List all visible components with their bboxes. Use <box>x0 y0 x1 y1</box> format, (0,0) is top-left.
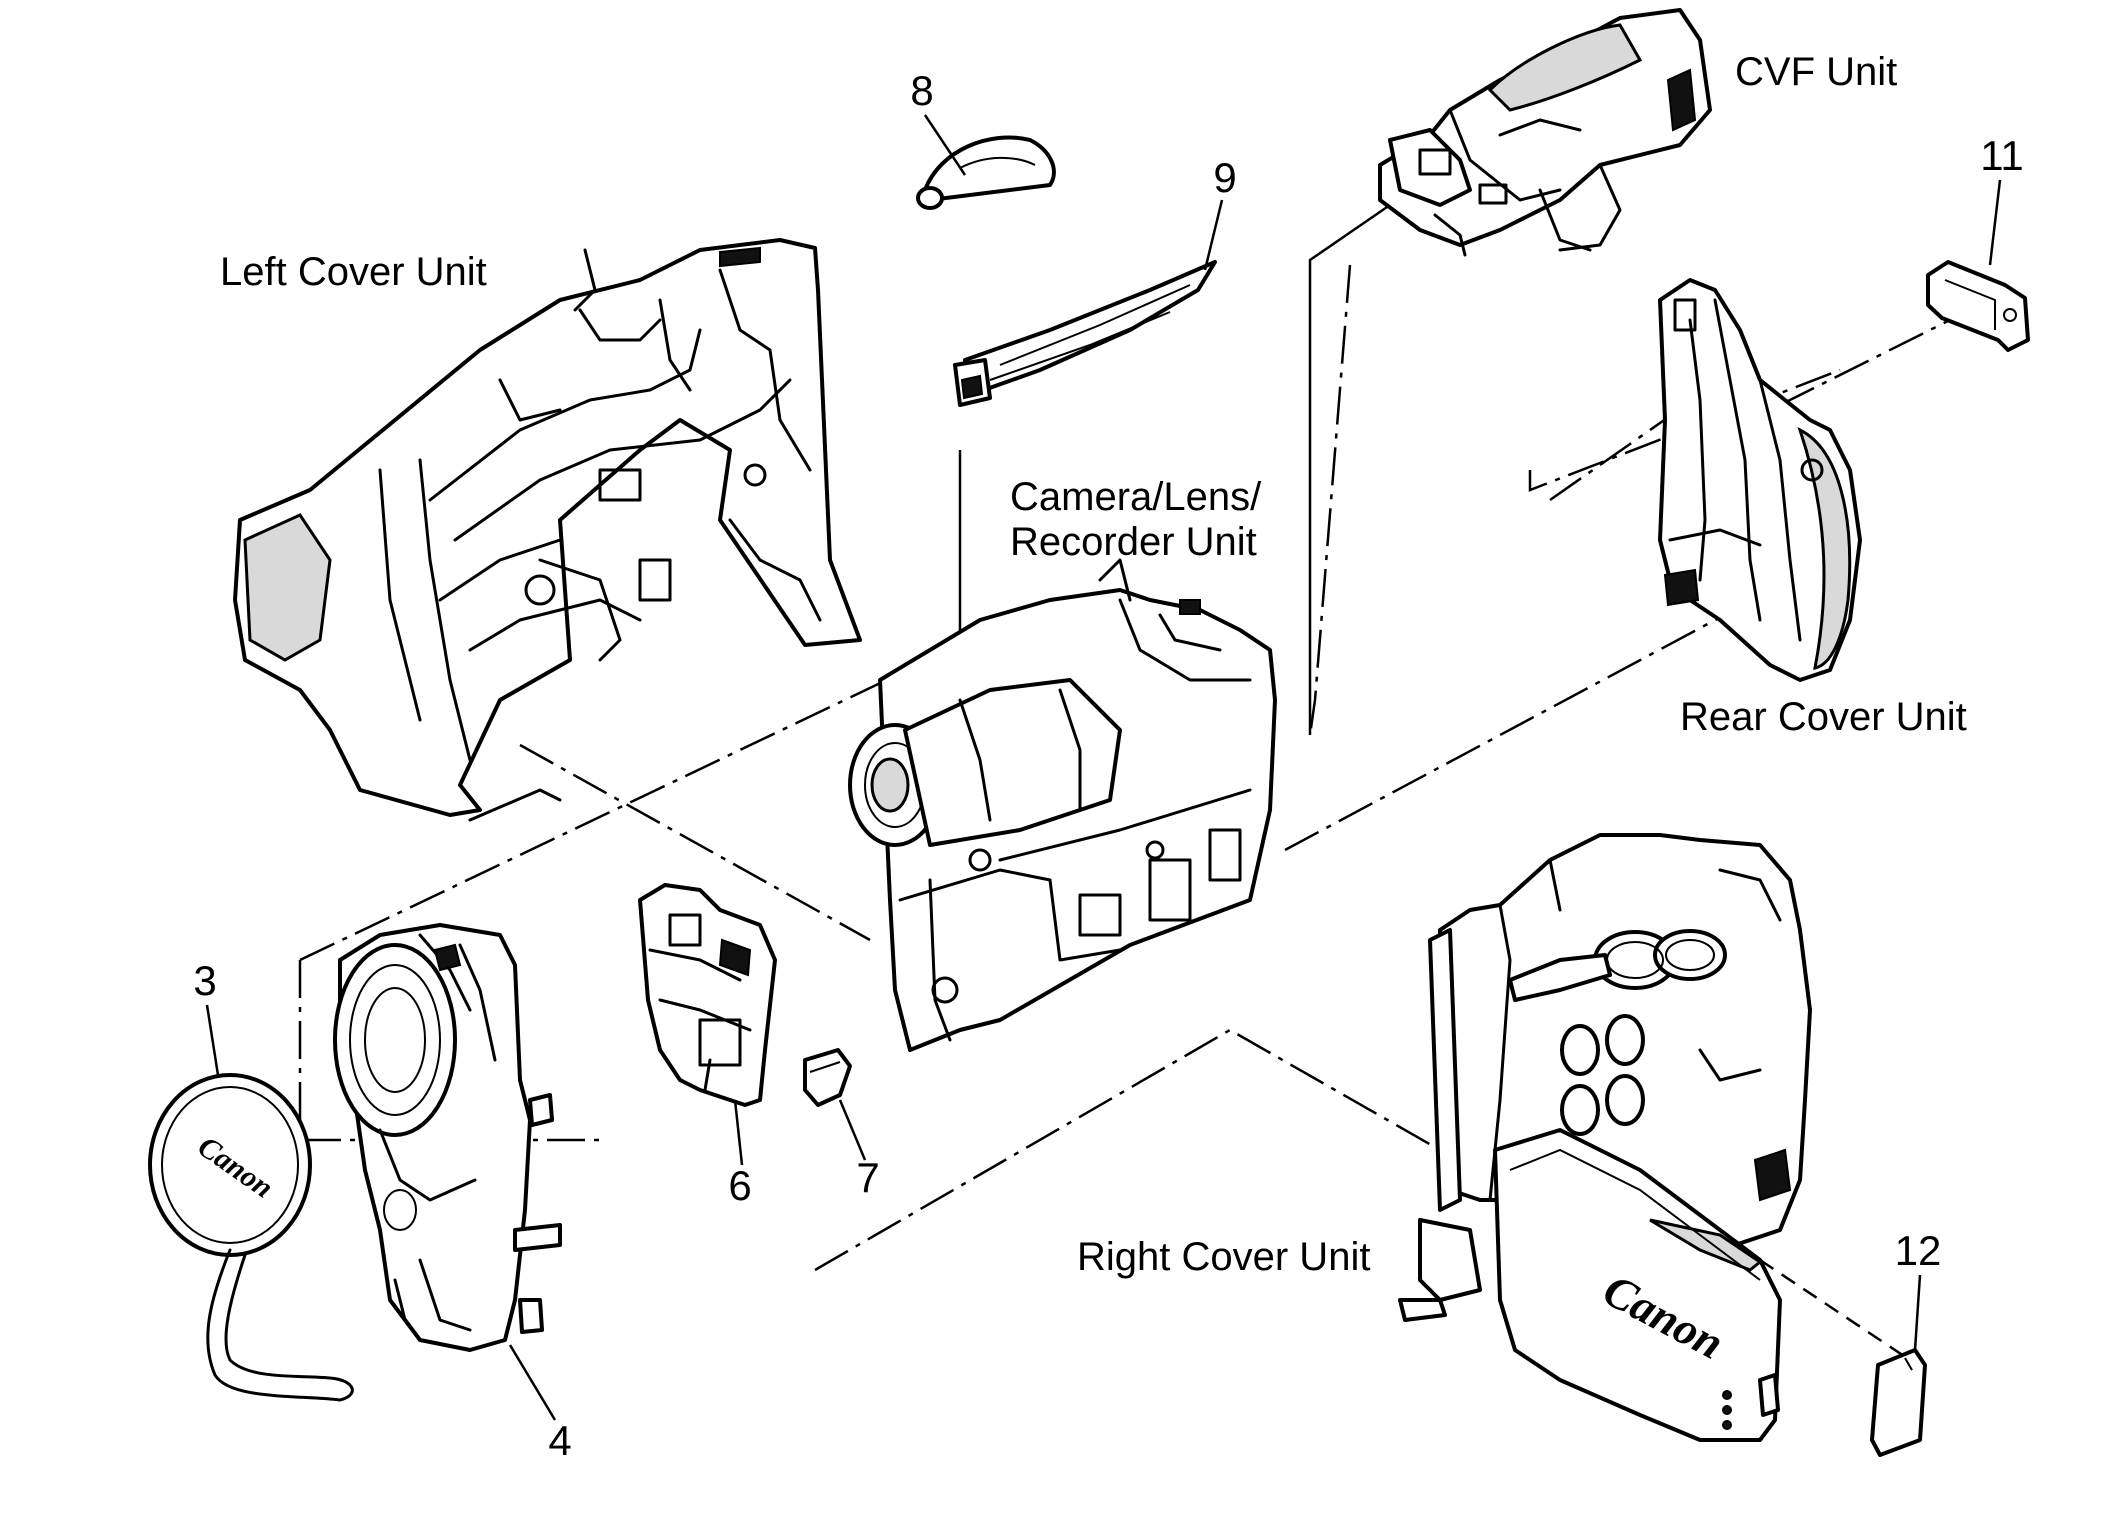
rear-cover-unit <box>1658 278 1862 682</box>
left-cover-unit <box>233 238 862 822</box>
callout-9: 9 <box>1213 154 1236 201</box>
callout-11: 11 <box>1980 132 2024 179</box>
callout-6: 6 <box>728 1162 751 1209</box>
front-cover-part-4 <box>333 923 562 1352</box>
label-left-cover-unit: Left Cover Unit <box>220 250 487 294</box>
unit-labels: Left Cover Unit CVF Unit Camera/Lens/ Re… <box>220 50 1967 1279</box>
callout-numbers: 3 4 6 7 8 9 11 12 <box>193 67 2023 1464</box>
label-rear-cover-unit: Rear Cover Unit <box>1680 695 1967 739</box>
callout-12: 12 <box>1895 1227 1942 1274</box>
callout-7: 7 <box>856 1154 879 1201</box>
part-9-strip <box>953 260 1217 407</box>
cvf-unit <box>1378 8 1712 257</box>
callout-4: 4 <box>548 1417 571 1464</box>
label-cvf-unit: CVF Unit <box>1735 50 1897 94</box>
callout-leaders <box>205 114 2002 1421</box>
label-camera-line-1: Camera/Lens/ <box>1010 475 1262 519</box>
part-7-shield <box>803 1048 852 1107</box>
label-camera-line-2: Recorder Unit <box>1010 520 1257 564</box>
camera-lens-recorder-unit <box>848 558 1277 1052</box>
lens-cap-part-3: Canon <box>148 1073 354 1402</box>
part-11-plate <box>1926 260 2030 352</box>
callout-3: 3 <box>193 957 216 1004</box>
label-right-cover-unit: Right Cover Unit <box>1077 1235 1370 1279</box>
callout-8: 8 <box>910 67 933 114</box>
lcd-panel: Canon <box>1493 1128 1782 1442</box>
part-8-cap <box>916 135 1056 210</box>
part-6-bracket <box>638 883 777 1107</box>
part-12-cover <box>1870 1348 1927 1457</box>
